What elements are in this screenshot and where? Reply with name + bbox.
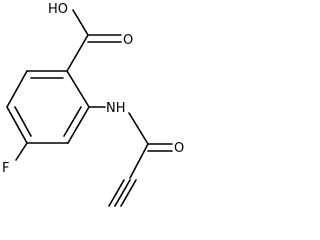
fluorine-label: F (2, 161, 9, 176)
ring-bond-c4-c5 (6, 106, 28, 144)
triple-bond-line-3 (120, 179, 137, 207)
bond-ring-to-fluorine (15, 142, 28, 161)
ring-bond-c1-c2 (66, 70, 90, 108)
acid-oxygen-label: O (123, 33, 133, 48)
hydroxyl-label: HO (48, 2, 68, 17)
amide-nh-label: NH (106, 101, 126, 116)
amide-group: NH O (88, 101, 184, 156)
ring-bond-c5-c6 (6, 70, 28, 108)
fluoro-group: F (2, 142, 28, 176)
bond-carbonyl-to-alkyne (129, 143, 149, 179)
bond-nh-to-carbonyl-carbon (128, 112, 149, 145)
alkyne-group (108, 143, 149, 207)
benzene-ring (6, 70, 90, 144)
triple-bond-line-2 (114, 179, 131, 207)
ring-bond-c2-c3 (67, 106, 90, 144)
bond-acid-carbon-to-oh (72, 9, 89, 36)
carboxylic-acid-group: HO O (48, 2, 133, 72)
ring-double-bond-right (63, 106, 82, 137)
triple-bond-line-1 (108, 179, 125, 207)
amide-oxygen-label: O (174, 141, 184, 156)
chemical-structure-diagram: HO O NH O F (2, 2, 184, 207)
bond-ring-to-acid-carbon (66, 34, 89, 72)
ring-double-bond-left (14, 106, 32, 137)
